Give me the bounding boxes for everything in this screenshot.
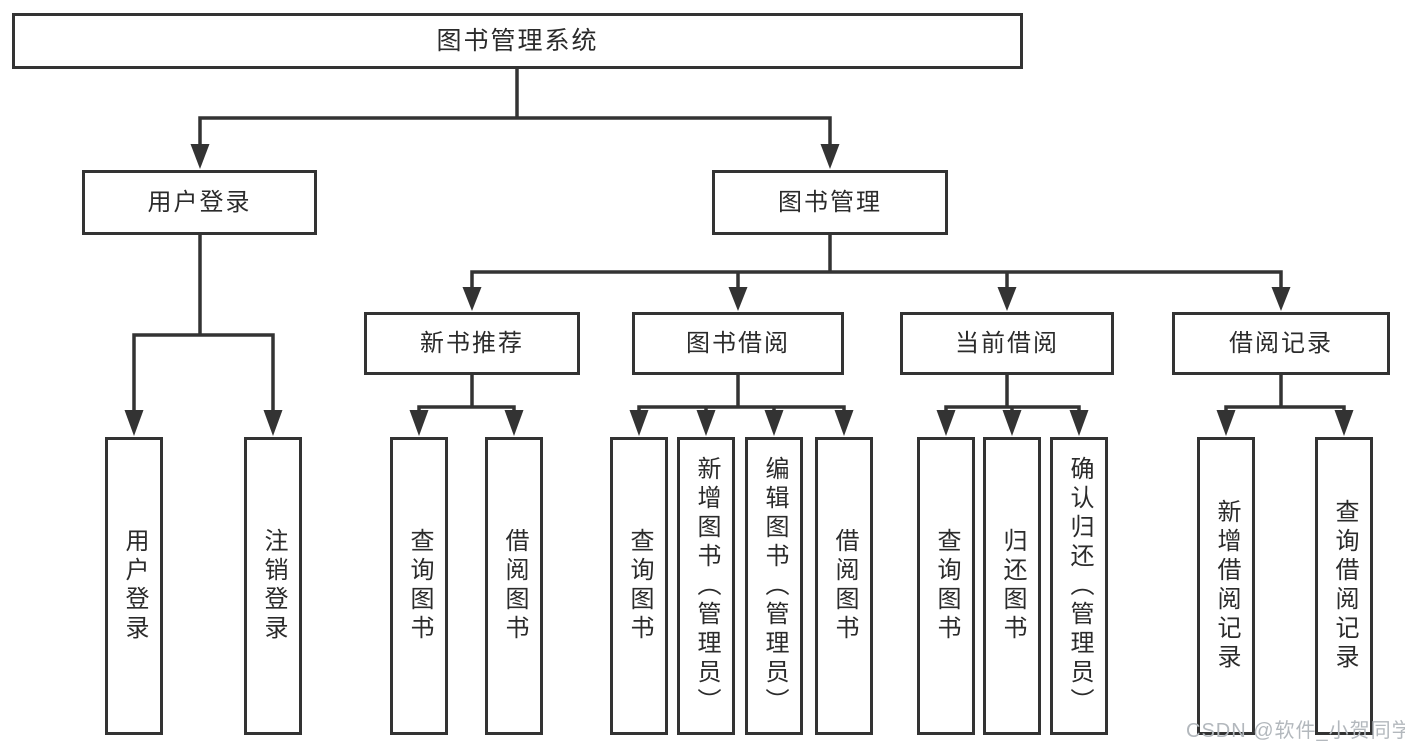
node-book-management: 图书管理	[712, 170, 948, 235]
node-records-add-record-label: 新增借阅记录	[1213, 499, 1240, 673]
node-current-return-books: 归还图书	[983, 437, 1041, 735]
node-borrowing-records-label: 借阅记录	[1229, 329, 1333, 357]
node-login-label: 用户登录	[121, 528, 148, 644]
node-current-query-books-label: 查询图书	[933, 528, 960, 644]
node-recommend-borrow-books-label: 借阅图书	[501, 528, 528, 644]
node-records-query-record-label: 查询借阅记录	[1331, 499, 1358, 673]
node-borrowing-add-books-label: 新增图书（管理员）	[693, 455, 720, 717]
watermark: CSDN @软件_小贺同学	[1186, 720, 1405, 742]
node-logout: 注销登录	[244, 437, 302, 735]
connector-paths	[132, 69, 1346, 412]
node-system-label: 图书管理系统	[436, 26, 599, 55]
node-current-confirm-return-label: 确认归还（管理员）	[1066, 455, 1093, 717]
node-recommend-borrow-books: 借阅图书	[485, 437, 543, 735]
node-borrowing-edit-books-label: 编辑图书（管理员）	[761, 455, 788, 717]
node-current-query-books: 查询图书	[917, 437, 975, 735]
node-book-borrowing-label: 图书借阅	[686, 329, 790, 357]
node-borrowing-records: 借阅记录	[1172, 312, 1390, 375]
node-system: 图书管理系统	[12, 13, 1023, 69]
node-logout-label: 注销登录	[260, 528, 287, 644]
node-current-borrowing-label: 当前借阅	[955, 329, 1059, 357]
node-new-book-recommend: 新书推荐	[364, 312, 580, 375]
node-new-book-recommend-label: 新书推荐	[420, 329, 524, 357]
arrowheads	[124, 144, 1354, 436]
node-records-add-record: 新增借阅记录	[1197, 437, 1255, 735]
node-recommend-query-books-label: 查询图书	[406, 528, 433, 644]
node-borrowing-query-books-label: 查询图书	[626, 528, 653, 644]
node-recommend-query-books: 查询图书	[390, 437, 448, 735]
node-records-query-record: 查询借阅记录	[1315, 437, 1373, 735]
node-borrowing-query-books: 查询图书	[610, 437, 668, 735]
node-borrowing-edit-books: 编辑图书（管理员）	[745, 437, 803, 735]
node-current-return-books-label: 归还图书	[999, 528, 1026, 644]
node-book-management-label: 图书管理	[778, 188, 882, 216]
node-user-login-label: 用户登录	[147, 188, 252, 216]
node-current-confirm-return: 确认归还（管理员）	[1050, 437, 1108, 735]
node-book-borrowing: 图书借阅	[632, 312, 844, 375]
node-login: 用户登录	[105, 437, 163, 735]
node-current-borrowing: 当前借阅	[900, 312, 1114, 375]
node-borrowing-borrow-books: 借阅图书	[815, 437, 873, 735]
node-borrowing-borrow-books-label: 借阅图书	[831, 528, 858, 644]
node-user-login: 用户登录	[82, 170, 317, 235]
node-borrowing-add-books: 新增图书（管理员）	[677, 437, 735, 735]
